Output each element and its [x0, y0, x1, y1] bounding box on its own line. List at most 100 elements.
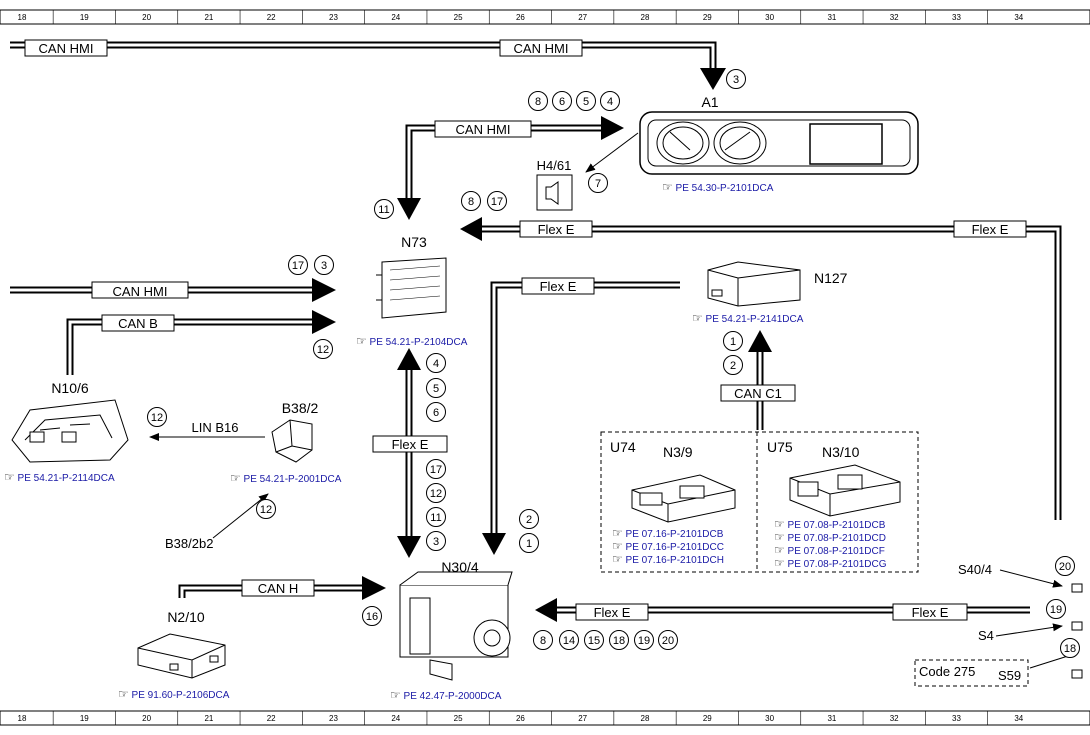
u74-ref-3[interactable]: PE 07.16-P-2101DCH [626, 555, 724, 566]
a1-reference[interactable]: ☞ PE 54.30-P-2101DCA [662, 180, 774, 194]
leader-line [1029, 655, 1069, 669]
grid-column-number: 27 [578, 13, 587, 22]
u75-ref-3[interactable]: PE 07.08-P-2101DCF [788, 546, 885, 557]
u74-ref-1[interactable]: PE 07.16-P-2101DCB [626, 529, 724, 540]
flex-e-right-label: Flex E [972, 222, 1009, 237]
a1-label: A1 [701, 94, 718, 110]
callout-number: 12 [151, 412, 163, 424]
n127-reference[interactable]: ☞ PE 54.21-P-2141DCA [692, 311, 804, 325]
n2-10-module [137, 633, 226, 679]
can-hmi-to-a1-bus [405, 124, 603, 200]
n73-module [376, 257, 447, 319]
n30-4-label: N30/4 [441, 559, 479, 575]
arrowhead [397, 348, 421, 370]
grid-column-number: 18 [18, 714, 27, 723]
callout-circle: 16 [362, 606, 382, 626]
grid-column-number: 24 [391, 714, 400, 723]
callout-number: 1 [526, 538, 532, 550]
grid-column-number: 22 [267, 13, 276, 22]
can-hmi-left-label: CAN HMI [113, 284, 168, 299]
callout-number: 12 [317, 344, 329, 356]
grid-column-number: 33 [952, 714, 961, 723]
callout-number: 19 [1050, 604, 1062, 616]
callout-number: 17 [491, 196, 503, 208]
u74-ref-2[interactable]: PE 07.16-P-2101DCC [626, 542, 724, 553]
callout-circle: 20 [658, 630, 678, 650]
svg-text:☞ PE 07.16-P-2101DCB: ☞ PE 07.16-P-2101DCB [612, 526, 724, 540]
flex-e-n73-label: Flex E [538, 222, 575, 237]
grid-column-number: 20 [142, 13, 151, 22]
grid-column-number: 29 [703, 13, 712, 22]
can-hmi-top-bus [10, 41, 717, 70]
svg-text:☞ PE 07.08-P-2101DCG: ☞ PE 07.08-P-2101DCG [774, 556, 887, 570]
grid-column-number: 26 [516, 714, 525, 723]
u74-references[interactable]: ☞ PE 07.16-P-2101DCB ☞ PE 07.16-P-2101DC… [612, 526, 724, 566]
s59-label: S59 [998, 668, 1021, 683]
grid-column-number: 31 [827, 714, 836, 723]
callout-number: 4 [433, 358, 439, 370]
n2-10-reference[interactable]: ☞ PE 91.60-P-2106DCA [118, 687, 230, 701]
callout-number: 8 [535, 96, 541, 108]
grid-column-number: 25 [454, 13, 463, 22]
svg-text:☞ PE 07.16-P-2101DCC: ☞ PE 07.16-P-2101DCC [612, 539, 724, 553]
u75-ref-1[interactable]: PE 07.08-P-2101DCB [788, 520, 886, 531]
lin-b16-label: LIN B16 [192, 420, 239, 435]
callout-circle: 5 [426, 378, 446, 398]
bus-label-box [519, 220, 593, 238]
callout-number: 5 [583, 96, 589, 108]
bus-label-box [575, 603, 649, 621]
h4-61-speaker [536, 174, 573, 211]
callout-number: 12 [260, 504, 272, 516]
flex-e-down-bus [490, 281, 680, 535]
svg-text:☞ PE 07.08-P-2101DCF: ☞ PE 07.08-P-2101DCF [774, 543, 885, 557]
flex-e-right-bus [480, 225, 1062, 520]
callout-circle: 6 [552, 91, 572, 111]
a1-instrument-cluster [639, 111, 919, 175]
n3-10-ecu [789, 464, 901, 517]
leader-line [212, 493, 269, 539]
u74-label: U74 [610, 439, 636, 455]
callout-number: 2 [730, 360, 736, 372]
u75-references[interactable]: ☞ PE 07.08-P-2101DCB ☞ PE 07.08-P-2101DC… [774, 517, 887, 570]
n73-reference[interactable]: ☞ PE 54.21-P-2104DCA [356, 334, 468, 348]
leader-line [585, 132, 639, 173]
n127-label: N127 [814, 270, 848, 286]
grid-column-number: 19 [80, 714, 89, 723]
n10-6-reference[interactable]: ☞ PE 54.21-P-2114DCA [4, 470, 115, 484]
callout-number: 18 [1064, 643, 1076, 655]
grid-column-number: 25 [454, 714, 463, 723]
callout-number: 6 [433, 407, 439, 419]
n10-6-module [11, 399, 129, 463]
leader-line [999, 569, 1063, 588]
switch-stubs [1071, 583, 1083, 679]
u75-label: U75 [767, 439, 793, 455]
grid-column-number: 29 [703, 714, 712, 723]
callout-number: 15 [588, 635, 600, 647]
h4-61-label: H4/61 [537, 158, 572, 173]
u75-ref-4[interactable]: PE 07.08-P-2101DCG [788, 559, 887, 570]
flex-e-bottom-right-label: Flex E [912, 605, 949, 620]
callout-circle: 4 [426, 353, 446, 373]
bus-label-box [499, 39, 583, 57]
u75-ref-2[interactable]: PE 07.08-P-2101DCD [788, 533, 886, 544]
callout-circle: 11 [426, 507, 446, 527]
svg-text:☞ PE 07.08-P-2101DCB: ☞ PE 07.08-P-2101DCB [774, 517, 886, 531]
can-hmi-top-right-label: CAN HMI [514, 41, 569, 56]
callout-circle: 8 [533, 630, 553, 650]
grid-column-number: 21 [204, 714, 213, 723]
b38-2-reference[interactable]: ☞ PE 54.21-P-2001DCA [230, 471, 342, 485]
callout-number: 5 [433, 383, 439, 395]
grid-column-number: 28 [641, 714, 650, 723]
arrowhead [700, 68, 726, 90]
callout-number: 20 [1059, 561, 1071, 573]
n30-4-reference[interactable]: ☞ PE 42.47-P-2000DCA [390, 688, 502, 702]
grid-column-number: 23 [329, 13, 338, 22]
callout-circle: 1 [723, 331, 743, 351]
callout-number: 11 [430, 512, 441, 524]
bus-label-box [101, 314, 175, 332]
callout-circle: 19 [634, 630, 654, 650]
callout-number: 12 [430, 488, 442, 500]
can-b-label: CAN B [118, 316, 158, 331]
